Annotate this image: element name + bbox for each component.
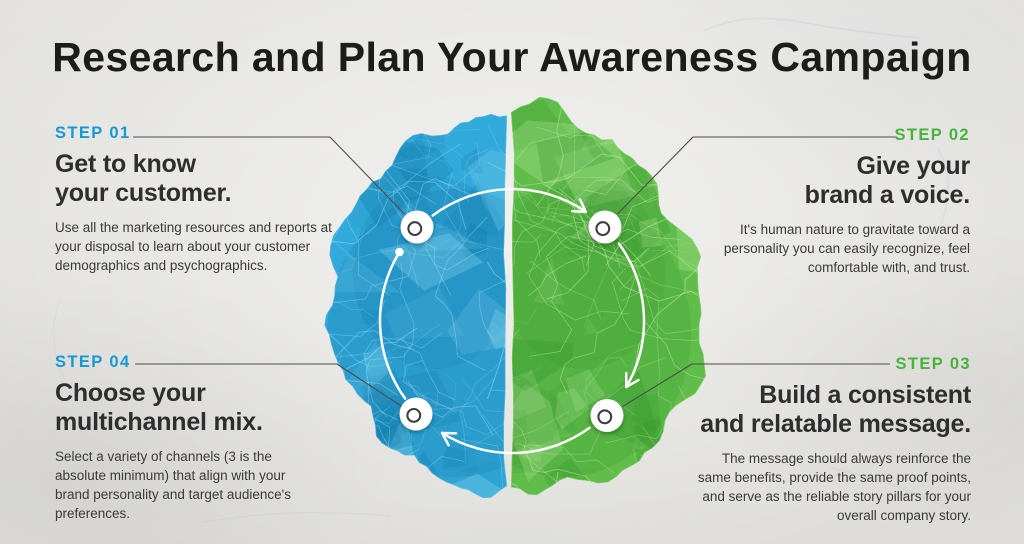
step-03-description: The message should always reinforce the …	[697, 450, 971, 524]
arrowhead-top	[570, 198, 588, 214]
arc-bottom	[440, 426, 591, 455]
step-01-description: Use all the marketing resources and repo…	[55, 219, 332, 274]
arc-right	[617, 242, 646, 389]
arrowhead-bottom	[440, 431, 458, 447]
node-step-02	[588, 210, 622, 244]
step-04-description: Select a variety of channels (3 is the a…	[55, 448, 291, 522]
step-04-heading: Choose your multichannel mix.	[55, 379, 263, 437]
step-03-label: STEP 03	[895, 355, 971, 373]
step-04-block: STEP 04 Choose your multichannel mix. Se…	[55, 353, 355, 524]
node-step-03	[590, 399, 624, 432]
step-03-heading: Build a consistent and relatable message…	[700, 381, 971, 439]
node-ring-icon	[595, 221, 611, 237]
arc-start-dot	[395, 247, 404, 257]
arrowhead-right	[624, 371, 640, 389]
step-02-block: STEP 02 Give your brand a voice. It's hu…	[670, 126, 970, 277]
node-ring-icon	[597, 409, 613, 425]
step-02-description: It's human nature to gravitate toward a …	[723, 221, 970, 276]
node-ring-icon	[406, 407, 422, 423]
node-step-04	[399, 397, 433, 431]
arc-left	[378, 249, 407, 400]
step-02-label: STEP 02	[894, 126, 970, 144]
connector-step-02	[617, 136, 897, 215]
node-step-01	[400, 210, 434, 244]
connector-step-03	[622, 363, 890, 407]
step-01-label: STEP 01	[55, 124, 131, 142]
connector-step-04	[135, 363, 403, 407]
background-scribbles	[52, 17, 954, 523]
connector-step-01	[133, 136, 405, 215]
step-03-block: STEP 03 Build a consistent and relatable…	[656, 355, 971, 526]
step-nodes	[399, 210, 624, 432]
step-connector-lines	[133, 136, 897, 407]
step-02-heading: Give your brand a voice.	[804, 152, 971, 210]
cycle-arrows	[378, 187, 646, 455]
arc-top	[431, 187, 588, 217]
step-04-label: STEP 04	[55, 353, 131, 371]
node-ring-icon	[407, 221, 423, 237]
page-title: Research and Plan Your Awareness Campaig…	[52, 34, 972, 80]
step-01-heading: Get to know your customer.	[55, 150, 232, 208]
step-01-block: STEP 01 Get to know your customer. Use a…	[55, 124, 360, 275]
